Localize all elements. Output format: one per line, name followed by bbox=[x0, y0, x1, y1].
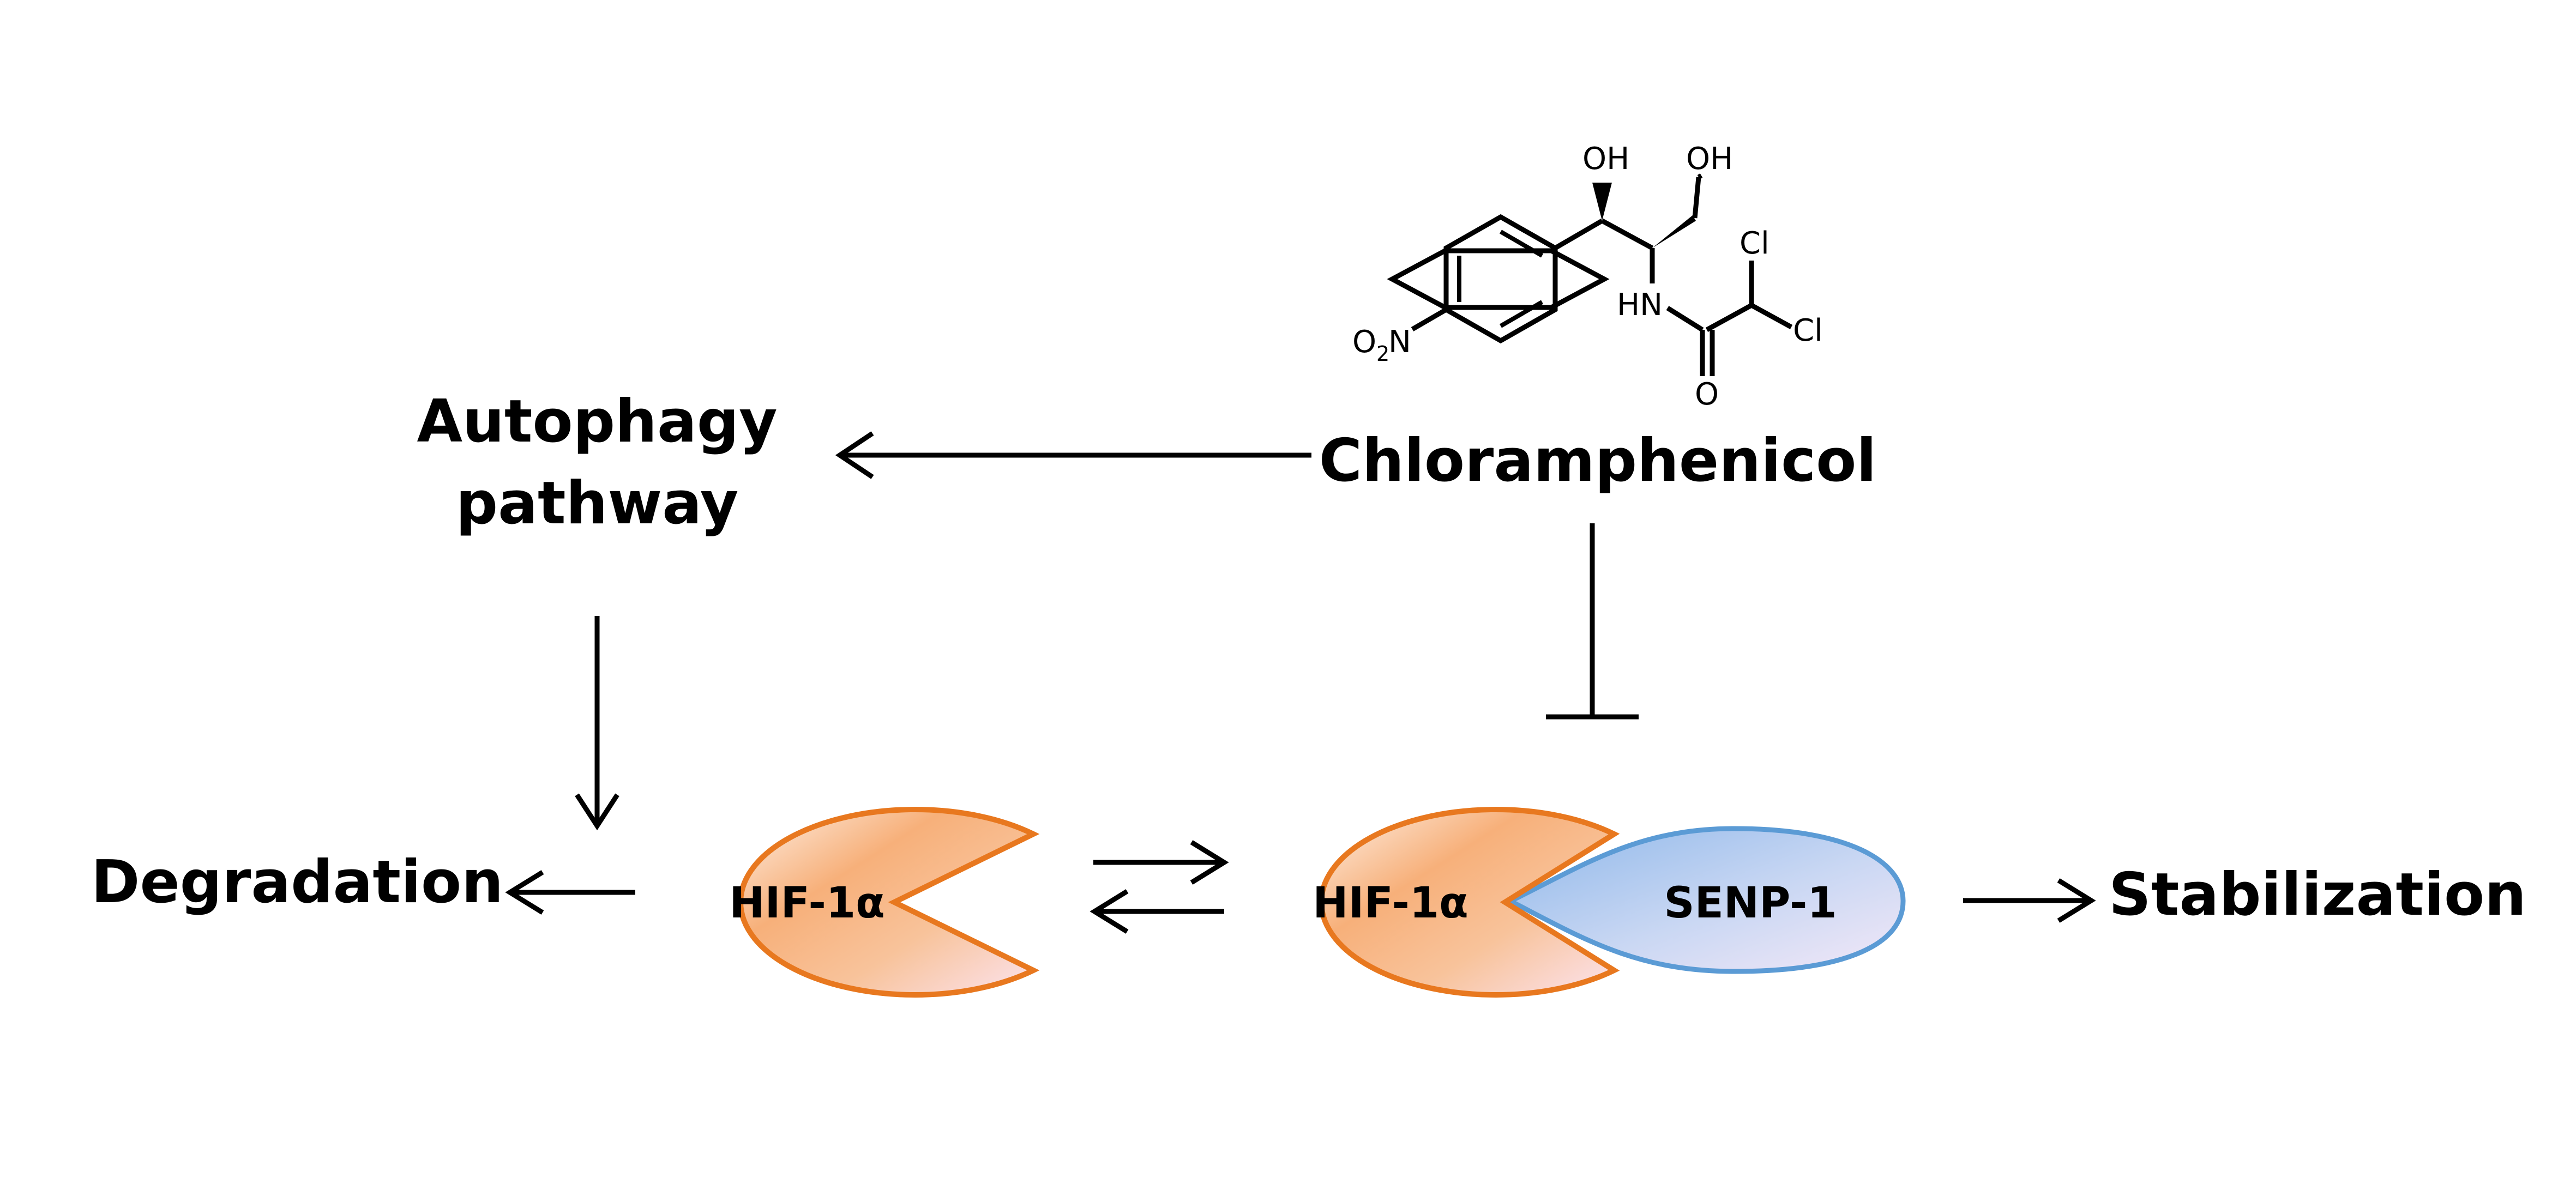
degradation-label: Degradation bbox=[91, 848, 503, 916]
hif1a-free-shape: HIF-1α bbox=[729, 807, 1040, 998]
benzene-ring bbox=[1387, 248, 1610, 310]
arrow-complex-to-stabilization bbox=[1963, 878, 2096, 923]
carbonyl-o: O bbox=[1695, 377, 1719, 412]
no2-n: N bbox=[1388, 324, 1411, 360]
hif1a-bound-label: HIF-1α bbox=[1313, 879, 1468, 928]
oh-top: OH bbox=[1582, 141, 1629, 177]
arrow-hif-to-degradation bbox=[505, 870, 635, 915]
stabilization-label: Stabilization bbox=[2109, 861, 2526, 929]
autophagy-label-line2: pathway bbox=[456, 469, 738, 537]
senp1-shape: SENP-1 bbox=[1504, 826, 1906, 974]
no2-sub: 2 bbox=[1376, 342, 1389, 366]
inhibition-bar bbox=[1546, 523, 1639, 720]
arrow-autophagy-to-degradation bbox=[575, 616, 619, 831]
equilibrium-arrows bbox=[1090, 840, 1229, 934]
hif1a-bound-shape: HIF-1α bbox=[1313, 807, 1620, 998]
cl-top: Cl bbox=[1740, 226, 1770, 261]
wedge-bond-ch2 bbox=[1652, 215, 1696, 248]
autophagy-label-line1: Autophagy bbox=[417, 388, 777, 456]
cl-right: Cl bbox=[1793, 313, 1823, 348]
senp1-label: SENP-1 bbox=[1664, 879, 1837, 928]
hif1a-free-label: HIF-1α bbox=[729, 879, 884, 928]
nh-label: HN bbox=[1617, 287, 1663, 323]
arrow-chloramphenicol-to-autophagy bbox=[835, 431, 1311, 479]
wedge-bond-oh bbox=[1592, 183, 1612, 221]
no2-o: O bbox=[1352, 324, 1376, 360]
oh-right: OH bbox=[1686, 141, 1733, 177]
chloramphenicol-label: Chloramphenicol bbox=[1319, 427, 1877, 495]
chloramphenicol-structure: O 2 N OH OH HN O Cl Cl bbox=[1352, 141, 1823, 412]
